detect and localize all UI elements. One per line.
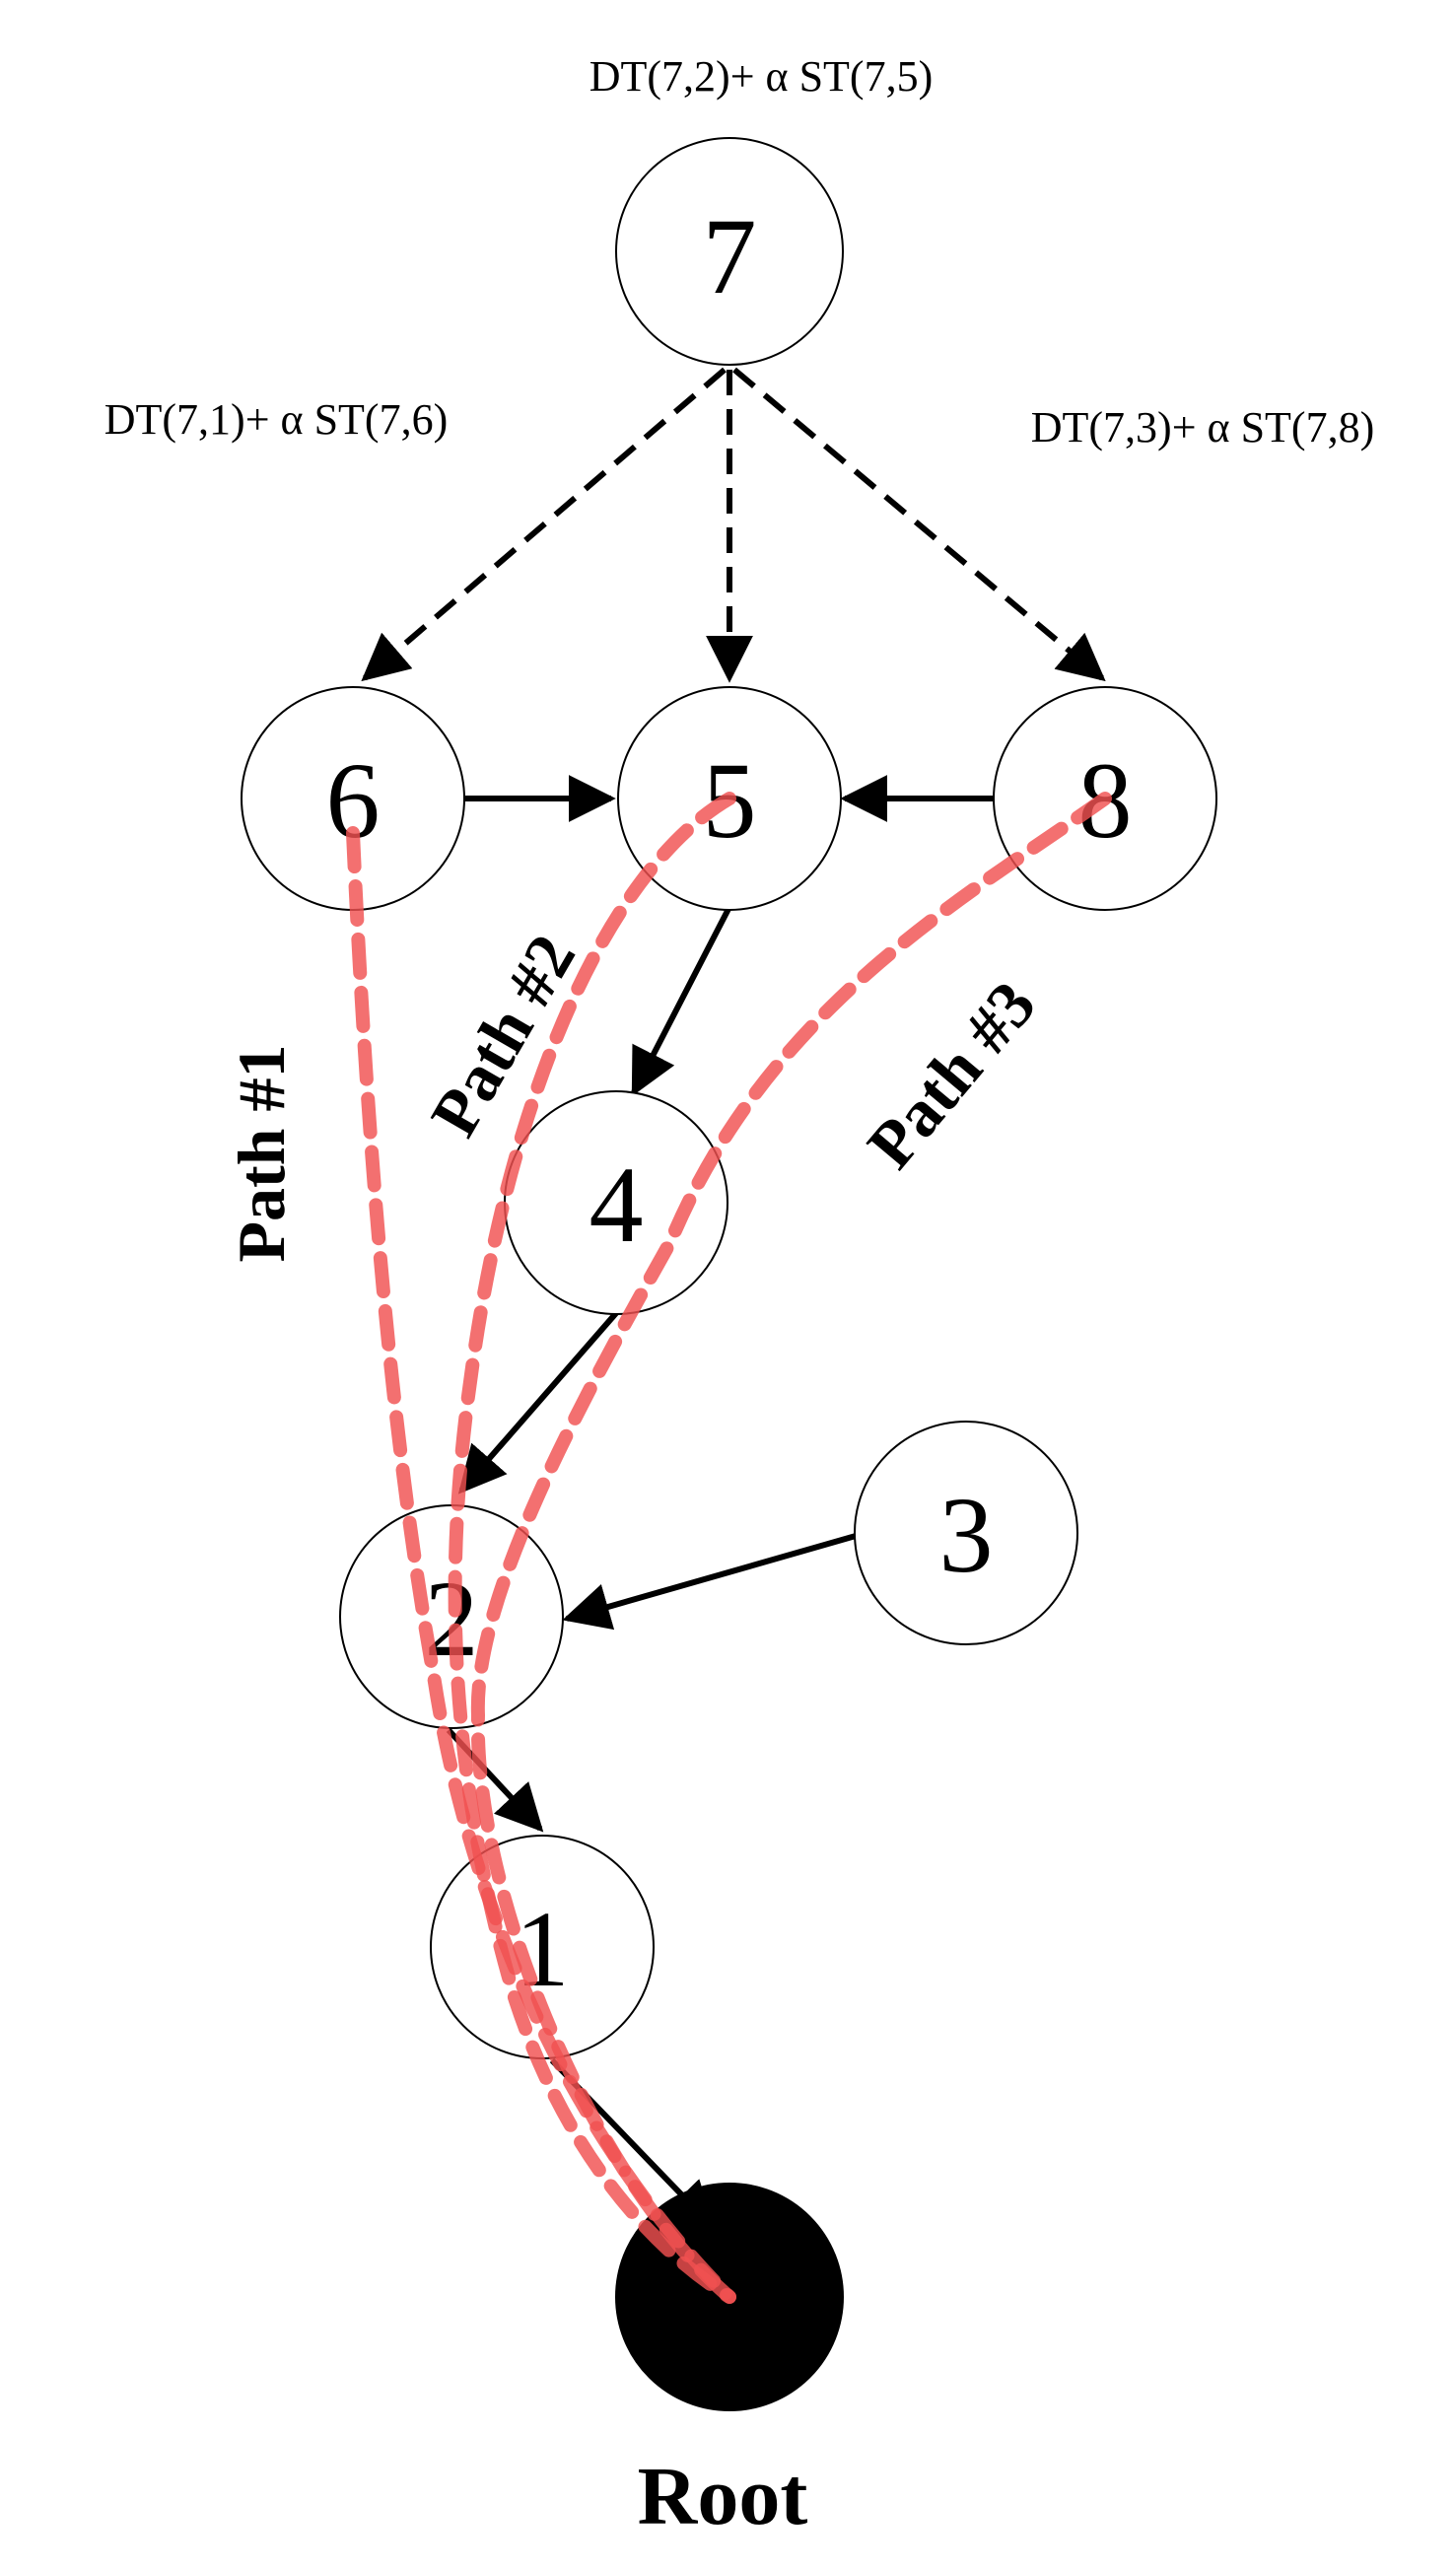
node-label: 3 (939, 1475, 994, 1595)
path-label-3: Path #3 (853, 967, 1050, 1182)
node-label: 7 (703, 196, 757, 316)
route-path-2 (448, 792, 736, 2304)
cost-label-7-6: DT(7,1)+ α ST(7,6) (104, 395, 448, 444)
node-7: 7 (615, 137, 844, 366)
edge-4-to-2 (457, 1311, 619, 1494)
node-6: 6 (241, 686, 465, 911)
cost-label-7-5: DT(7,2)+ α ST(7,5) (589, 52, 933, 101)
node-4: 4 (504, 1090, 728, 1315)
highlighted-routes (346, 792, 1112, 2304)
edge-7-to-6 (361, 367, 727, 682)
edges (361, 367, 1106, 2230)
edge-7-to-8 (732, 367, 1106, 682)
node-3: 3 (854, 1421, 1078, 1645)
path-label-1: Path #1 (224, 1045, 299, 1263)
edge-5-to-4 (631, 905, 732, 1097)
route-path-3 (470, 792, 1112, 2304)
root-label: Root (638, 2451, 808, 2542)
cost-label-7-8: DT(7,3)+ α ST(7,8) (1031, 403, 1374, 452)
edge-3-to-2 (562, 1533, 857, 1631)
node-label: 4 (589, 1145, 644, 1265)
